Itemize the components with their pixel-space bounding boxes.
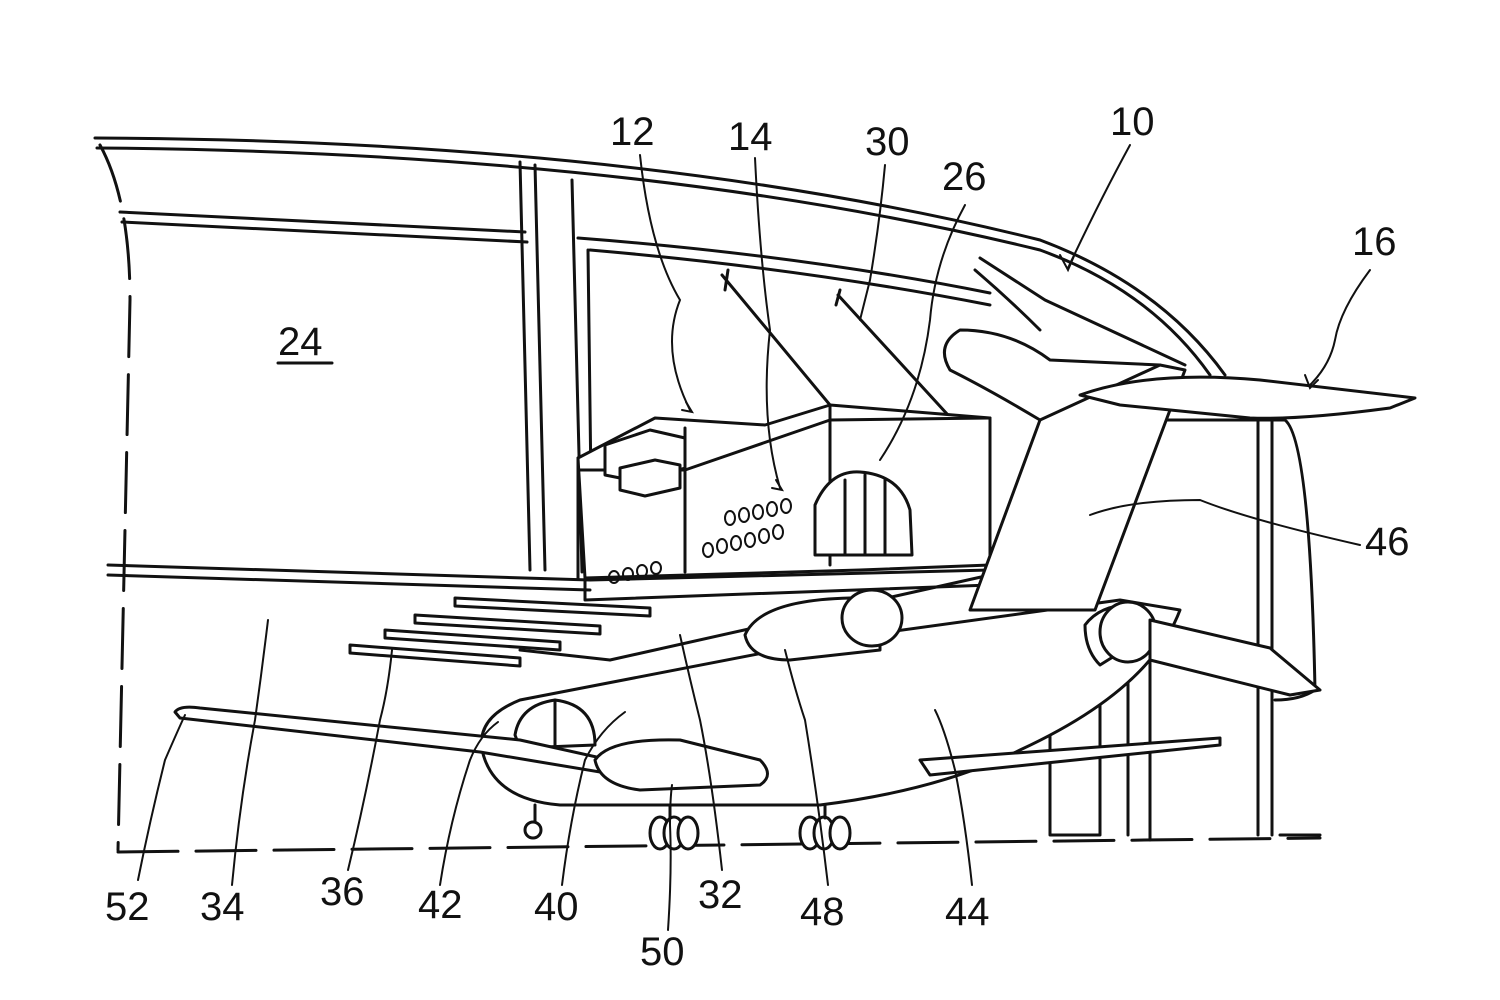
reference-numerals: 10 12 14 30 26 16 24 46 52 34 36 42 40 3… [105, 100, 1410, 974]
label-26: 26 [942, 155, 987, 199]
label-46: 46 [1365, 520, 1410, 564]
label-24: 24 [278, 320, 323, 364]
label-44: 44 [945, 890, 990, 934]
label-36: 36 [320, 870, 365, 914]
label-42: 42 [418, 883, 463, 927]
label-32: 32 [698, 873, 743, 917]
label-14: 14 [728, 115, 773, 159]
window-row [608, 498, 792, 584]
label-12: 12 [610, 110, 655, 154]
label-50: 50 [640, 930, 685, 974]
label-30: 30 [865, 120, 910, 164]
label-48: 48 [800, 890, 845, 934]
label-52: 52 [105, 885, 150, 929]
aircraft [173, 328, 1417, 851]
label-34: 34 [200, 885, 245, 929]
boarding-ramps [348, 596, 652, 668]
label-40: 40 [534, 885, 579, 929]
label-10: 10 [1110, 100, 1155, 144]
label-16: 16 [1352, 220, 1397, 264]
leader-lines [137, 144, 1371, 931]
